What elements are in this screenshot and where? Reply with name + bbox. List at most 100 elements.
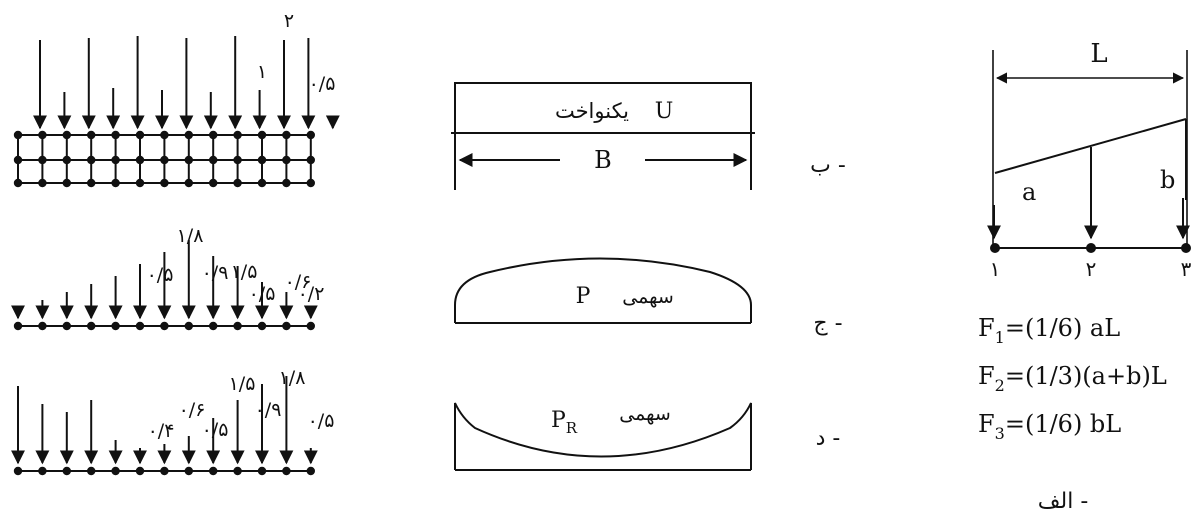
row-3-load-label-5: ۰/۵ (202, 419, 229, 441)
grid-node-3-2 (38, 178, 47, 188)
grid-nodes (13, 130, 315, 188)
node-1 (990, 243, 1000, 253)
grid-node-2-13 (306, 155, 315, 165)
row-2-node-13 (306, 321, 315, 331)
row-3-node-13 (306, 466, 315, 476)
grid-node-1-12 (282, 130, 291, 140)
row-3-node-11 (257, 466, 267, 476)
node-2 (1086, 243, 1096, 253)
right-load-value: b (1160, 166, 1175, 194)
panel-a-triangular-load: L a b ۱ ۲ ۳ F1=(1/6) aL F2=(1/3)(a+b)L F… (978, 39, 1192, 514)
row-3-node-2 (38, 466, 47, 476)
row-2-node-8 (184, 321, 193, 331)
row-2-load-label-7: ۰/۲ (298, 283, 325, 305)
row-2-node-1 (13, 321, 23, 331)
panel-a-caption: الف - (1038, 489, 1089, 514)
span-label: L (1090, 39, 1107, 69)
row-3-load-label-2: ۱/۸ (279, 367, 306, 389)
parabolic-load-outline (454, 257, 752, 323)
row-2-load-label-4: ۰/۵ (147, 264, 174, 286)
grid-node-1-10 (233, 130, 242, 140)
grid-node-3-6 (135, 178, 145, 188)
grid-node-3-4 (87, 178, 96, 188)
load-top-line (994, 118, 1187, 174)
panel-c-caption: ج - (813, 311, 842, 336)
row-2-node-3 (62, 321, 71, 331)
grid-node-2-4 (87, 155, 96, 165)
row-3-load-label-6: ۰/۹ (255, 399, 282, 421)
parabolic-load-symbol: P (576, 284, 591, 309)
grid-node-2-11 (257, 155, 267, 165)
grid-node-2-7 (160, 155, 169, 165)
row-3-load-label-1: ۱/۵ (229, 373, 256, 395)
row-3-node-8 (184, 466, 193, 476)
grid-node-3-10 (233, 178, 242, 188)
grid-node-1-3 (62, 130, 71, 140)
row-3-node-12 (282, 466, 291, 476)
formula-f1: F1=(1/6) aL (978, 314, 1120, 347)
row-3-node-7 (160, 466, 169, 476)
left-row-3-beam-loads: ۱/۵ ۱/۸ ۰/۶ ۰/۴ ۰/۵ ۰/۹ ۰/۵ (11, 367, 334, 476)
grid-node-2-12 (282, 155, 291, 165)
row-2-node-2 (38, 321, 47, 331)
row-2-node-11 (257, 321, 267, 331)
row-3-node-4 (87, 466, 96, 476)
grid-node-2-2 (38, 155, 47, 165)
left-load-value: a (1022, 178, 1036, 206)
row-1-load-label-3: ۰/۵ (309, 73, 336, 95)
row-3-load-label-4: ۰/۴ (148, 420, 175, 442)
row-2-load-label-3: ۰/۶ (285, 271, 312, 293)
node-1-label: ۱ (990, 257, 1001, 281)
formula-f2: F2=(1/3)(a+b)L (978, 362, 1167, 395)
row-3-node-3 (62, 466, 71, 476)
reverse-parabolic-load-text: سهمی (619, 403, 671, 425)
grid-node-2-6 (135, 155, 145, 165)
grid-node-1-1 (13, 130, 23, 140)
row-2-nodes (13, 321, 315, 331)
grid-node-1-4 (87, 130, 96, 140)
left-row-2-beam-loads: ۱/۸ ۱/۵ ۰/۶ ۰/۵ ۰/۹ ۰/۵ ۰/۲ (11, 225, 325, 331)
row-3-node-5 (111, 466, 120, 476)
grid-node-2-10 (233, 155, 242, 165)
node-2-label: ۲ (1086, 257, 1097, 281)
grid-node-3-12 (282, 178, 291, 188)
row-2-node-10 (233, 321, 242, 331)
grid-node-3-1 (13, 178, 23, 188)
uniform-load-symbol: U (655, 99, 674, 124)
node-3-label: ۳ (1181, 257, 1192, 281)
row-3-nodes (13, 466, 315, 476)
grid-node-3-3 (62, 178, 71, 188)
row-3-node-9 (209, 466, 218, 476)
panel-c-parabolic-load: P سهمی ج - (454, 257, 843, 336)
grid-node-1-11 (257, 130, 267, 140)
uniform-load-text: یکنواخت (555, 99, 629, 123)
row-1-load-label-1: ۱ (257, 61, 267, 83)
width-label: B (594, 146, 612, 174)
grid-node-1-7 (160, 130, 169, 140)
row-3-node-6 (135, 466, 145, 476)
grid-node-2-5 (111, 155, 120, 165)
row-2-node-4 (87, 321, 96, 331)
panel-b-uniform-load: یکنواخت U B ب - (451, 82, 846, 190)
grid-node-2-1 (13, 155, 23, 165)
row-3-node-10 (233, 466, 242, 476)
grid-node-3-11 (257, 178, 267, 188)
grid-node-2-9 (209, 155, 218, 165)
row-3-load-label-3: ۰/۶ (179, 399, 206, 421)
panel-d-reverse-parabolic-load: PR سهمی د - (454, 402, 840, 471)
row-2-node-9 (209, 321, 218, 331)
row-2-node-5 (111, 321, 120, 331)
grid-node-3-5 (111, 178, 120, 188)
row-2-node-6 (135, 321, 145, 331)
row-1-load-arrows (33, 36, 340, 130)
node-3 (1181, 243, 1191, 253)
grid-node-1-13 (306, 130, 315, 140)
grid-node-3-8 (184, 178, 193, 188)
parabolic-load-text: سهمی (622, 286, 674, 308)
row-2-load-label-5: ۰/۹ (202, 262, 229, 284)
grid-node-1-5 (111, 130, 120, 140)
grid-node-3-7 (160, 178, 169, 188)
grid-node-1-6 (135, 130, 145, 140)
left-row-1-grid-loads: ۱ ۲ ۰/۵ (13, 10, 340, 188)
